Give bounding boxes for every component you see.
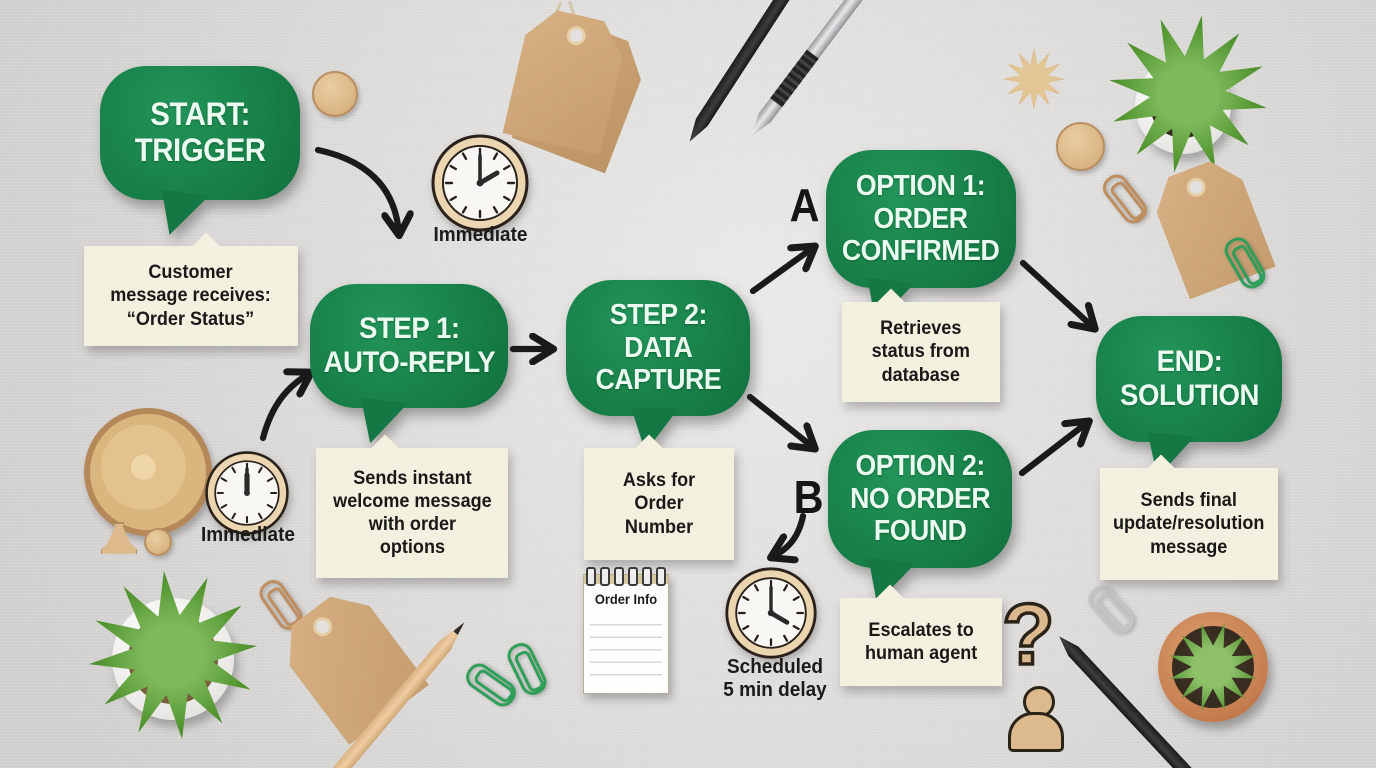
person-icon — [1008, 686, 1064, 752]
note-asks-order-number: Asks for Order Number — [584, 434, 734, 560]
arrow-option2-to-end — [1018, 422, 1088, 477]
notepad-title: Order Info — [594, 591, 658, 607]
question-mark-icon: ? — [1000, 587, 1056, 683]
arrow-clock-to-step1 — [259, 373, 310, 442]
note-text: Retrieves status from database — [871, 318, 971, 386]
node-step1-auto-reply: STEP 1: AUTO-REPLY — [310, 284, 508, 408]
clock-icon — [430, 133, 530, 238]
node-option1-order-confirmed: OPTION 1: ORDER CONFIRMED — [826, 150, 1016, 288]
order-info-notepad: Order Info — [583, 567, 669, 694]
wood-dot-icon — [144, 528, 172, 556]
note-retrieves-status: Retrieves status from database — [842, 288, 1000, 402]
note-welcome-message: Sends instant welcome message with order… — [316, 434, 508, 578]
note-text: Escalates to human agent — [864, 619, 978, 664]
tag-hole — [1184, 175, 1209, 200]
tag-hole — [565, 24, 588, 47]
node-label: STEP 1: AUTO-REPLY — [323, 312, 495, 379]
note-text: Customer message receives: “Order Status… — [110, 262, 272, 330]
node-label: OPTION 1: ORDER CONFIRMED — [842, 170, 1000, 268]
bubble-tail — [149, 188, 209, 239]
branch-label-a: A — [789, 179, 820, 231]
arrow-step2-to-option1 — [749, 247, 814, 295]
note-escalates-human: Escalates to human agent — [840, 584, 1002, 686]
note-text: Asks for Order Number — [622, 470, 696, 538]
arrow-step2-to-option2 — [746, 393, 814, 448]
clock-icon — [204, 450, 290, 541]
note-tail — [633, 434, 665, 466]
node-end-solution: END: SOLUTION — [1096, 316, 1282, 442]
tag-hole — [310, 614, 337, 641]
wood-slice-icon — [84, 408, 212, 536]
clock-icon — [724, 566, 818, 665]
notepad-spiral-binding — [584, 567, 668, 586]
note-tail — [190, 232, 222, 264]
arrow-start-to-step1 — [314, 146, 399, 234]
notepad-top-edge — [584, 575, 668, 584]
node-option2-no-order-found: OPTION 2: NO ORDER FOUND — [828, 430, 1012, 568]
arrow-option1-to-end — [1019, 259, 1094, 328]
silver-paperclip-icon — [1083, 581, 1139, 639]
notepad-ruled-lines — [590, 613, 662, 685]
note-text: Sends instant welcome message with order… — [332, 467, 492, 559]
node-start-trigger: START: TRIGGER — [100, 66, 300, 200]
note-text: Sends final update/resolution message — [1113, 490, 1265, 558]
node-step2-data-capture: STEP 2: DATA CAPTURE — [566, 280, 750, 452]
wood-disc-icon — [1056, 122, 1105, 171]
wood-flower-icon — [1003, 48, 1065, 110]
node-label: END: SOLUTION — [1119, 345, 1259, 412]
timer-label-scheduled-delay: Scheduled 5 min delay — [723, 656, 827, 701]
node-label: START: TRIGGER — [134, 96, 266, 168]
copper-paperclip-icon — [1098, 169, 1152, 229]
node-label: STEP 2: DATA CAPTURE — [595, 299, 721, 397]
note-customer-message: Customer message receives: “Order Status… — [84, 232, 298, 346]
wood-disc-icon — [312, 71, 358, 117]
succulent-plant-icon — [61, 543, 285, 767]
note-final-update: Sends final update/resolution message — [1100, 454, 1278, 580]
node-label: OPTION 2: NO ORDER FOUND — [849, 450, 991, 548]
branch-label-b: B — [793, 471, 824, 523]
timer-label-immediate: Immediate — [433, 224, 528, 246]
succulent-plant-icon — [1095, 1, 1280, 186]
timer-label-immediate: Immediate — [201, 524, 295, 546]
